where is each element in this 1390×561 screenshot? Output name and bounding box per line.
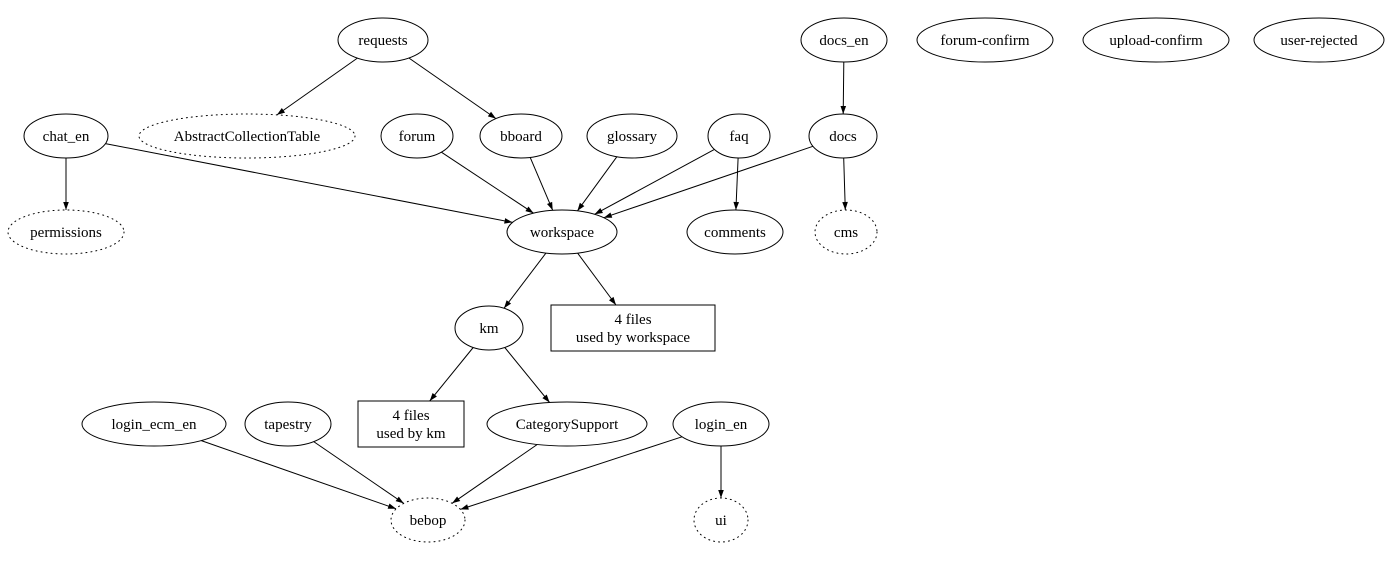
graph-node-requests: requests <box>337 17 429 63</box>
node-shape-requests <box>337 17 429 63</box>
edge-km-to-files_used_by_km <box>429 347 474 402</box>
edge-login_en-to-bebop <box>460 436 683 510</box>
node-shape-CategorySupport <box>486 401 648 447</box>
node-label-faq: faq <box>729 129 749 145</box>
node-label-CategorySupport: CategorySupport <box>516 417 619 433</box>
edge-glossary-to-workspace <box>576 156 618 212</box>
graph-node-comments: comments <box>686 209 784 255</box>
edge-docs-to-workspace <box>603 145 814 219</box>
node-label-ui: ui <box>715 513 727 529</box>
graph-node-bebop: bebop <box>390 497 466 543</box>
graph-node-CategorySupport: CategorySupport <box>486 401 648 447</box>
node-shape-docs <box>808 113 878 159</box>
edge-faq-to-comments <box>733 157 740 211</box>
edge-CategorySupport-to-bebop <box>451 443 538 504</box>
graph-node-bboard: bboard <box>479 113 563 159</box>
node-label-requests: requests <box>358 33 407 49</box>
edge-docs-to-cms <box>842 157 848 211</box>
node-label-bboard: bboard <box>500 129 542 145</box>
node-shape-km <box>454 305 524 351</box>
graph-node-ui: ui <box>693 497 749 543</box>
node-shape-forum <box>380 113 454 159</box>
edge-bboard-to-workspace <box>529 157 554 211</box>
node-shape-bebop <box>390 497 466 543</box>
edge-docs_en-to-docs <box>840 61 847 115</box>
node-shape-files_used_by_km <box>357 400 465 448</box>
graph-node-cms: cms <box>814 209 878 255</box>
edge-faq-to-workspace <box>594 148 715 215</box>
edge-chat_en-to-workspace <box>105 143 513 224</box>
graph-node-login_en: login_en <box>672 401 770 447</box>
graph-node-upload-confirm: upload-confirm <box>1082 17 1230 63</box>
node-label-chat_en: chat_en <box>43 129 90 145</box>
node-shape-cms <box>814 209 878 255</box>
edge-km-to-CategorySupport <box>504 347 550 403</box>
node-shape-tapestry <box>244 401 332 447</box>
node-label-bebop: bebop <box>410 513 447 529</box>
node-shape-upload-confirm <box>1082 17 1230 63</box>
node-label-permissions: permissions <box>30 225 102 241</box>
graph-node-tapestry: tapestry <box>244 401 332 447</box>
graph-node-forum-confirm: forum-confirm <box>916 17 1054 63</box>
node-shape-AbstractCollectionTable <box>138 113 356 159</box>
nodes-layer: requests docs_en forum-confirm upload-confi… <box>7 17 1385 543</box>
graph-node-faq: faq <box>707 113 771 159</box>
node-shape-docs_en <box>800 17 888 63</box>
node-label-workspace: workspace <box>530 225 594 241</box>
node-shape-glossary <box>586 113 678 159</box>
node-shape-files_used_by_workspace <box>550 304 716 352</box>
node-label-upload-confirm: upload-confirm <box>1109 33 1203 49</box>
node-label-comments: comments <box>704 225 766 241</box>
node-label-docs: docs <box>829 129 857 145</box>
edges-layer <box>63 57 848 510</box>
edge-requests-to-AbstractCollectionTable <box>276 57 358 116</box>
graph-node-user-rejected: user-rejected <box>1253 17 1385 63</box>
edge-requests-to-bboard <box>408 57 497 120</box>
graph-node-chat_en: chat_en <box>23 113 109 159</box>
edge-workspace-to-files_used_by_workspace <box>577 252 617 306</box>
node-shape-workspace <box>506 209 618 255</box>
node-shape-ui <box>693 497 749 543</box>
graph-node-docs_en: docs_en <box>800 17 888 63</box>
node-label-docs_en: docs_en <box>819 33 869 49</box>
node-label-cms: cms <box>834 225 858 241</box>
edge-forum-to-workspace <box>441 151 534 214</box>
graph-node-forum: forum <box>380 113 454 159</box>
graph-node-km: km <box>454 305 524 351</box>
node-shape-forum-confirm <box>916 17 1054 63</box>
edge-workspace-to-km <box>503 252 547 309</box>
graph-node-AbstractCollectionTable: AbstractCollectionTable <box>138 113 356 159</box>
edge-tapestry-to-bebop <box>313 441 405 504</box>
node-shape-chat_en <box>23 113 109 159</box>
node-shape-bboard <box>479 113 563 159</box>
node-label-AbstractCollectionTable: AbstractCollectionTable <box>174 129 321 145</box>
graph-node-permissions: permissions <box>7 209 125 255</box>
node-label-km: km <box>479 321 499 337</box>
node-shape-login_ecm_en <box>81 401 227 447</box>
node-label-glossary: glossary <box>607 129 657 145</box>
graph-node-workspace: workspace <box>506 209 618 255</box>
node-label-user-rejected: user-rejected <box>1280 33 1358 49</box>
graph-node-docs: docs <box>808 113 878 159</box>
node-label-tapestry: tapestry <box>264 417 312 433</box>
node-label-login_en: login_en <box>695 417 748 433</box>
node-shape-login_en <box>672 401 770 447</box>
graph-node-login_ecm_en: login_ecm_en <box>81 401 227 447</box>
graph-node-glossary: glossary <box>586 113 678 159</box>
node-label-forum: forum <box>399 129 436 145</box>
node-shape-permissions <box>7 209 125 255</box>
edge-login_ecm_en-to-bebop <box>201 440 397 510</box>
node-shape-user-rejected <box>1253 17 1385 63</box>
node-shape-comments <box>686 209 784 255</box>
node-label-forum-confirm: forum-confirm <box>940 33 1029 49</box>
node-shape-faq <box>707 113 771 159</box>
node-label-login_ecm_en: login_ecm_en <box>112 417 197 433</box>
